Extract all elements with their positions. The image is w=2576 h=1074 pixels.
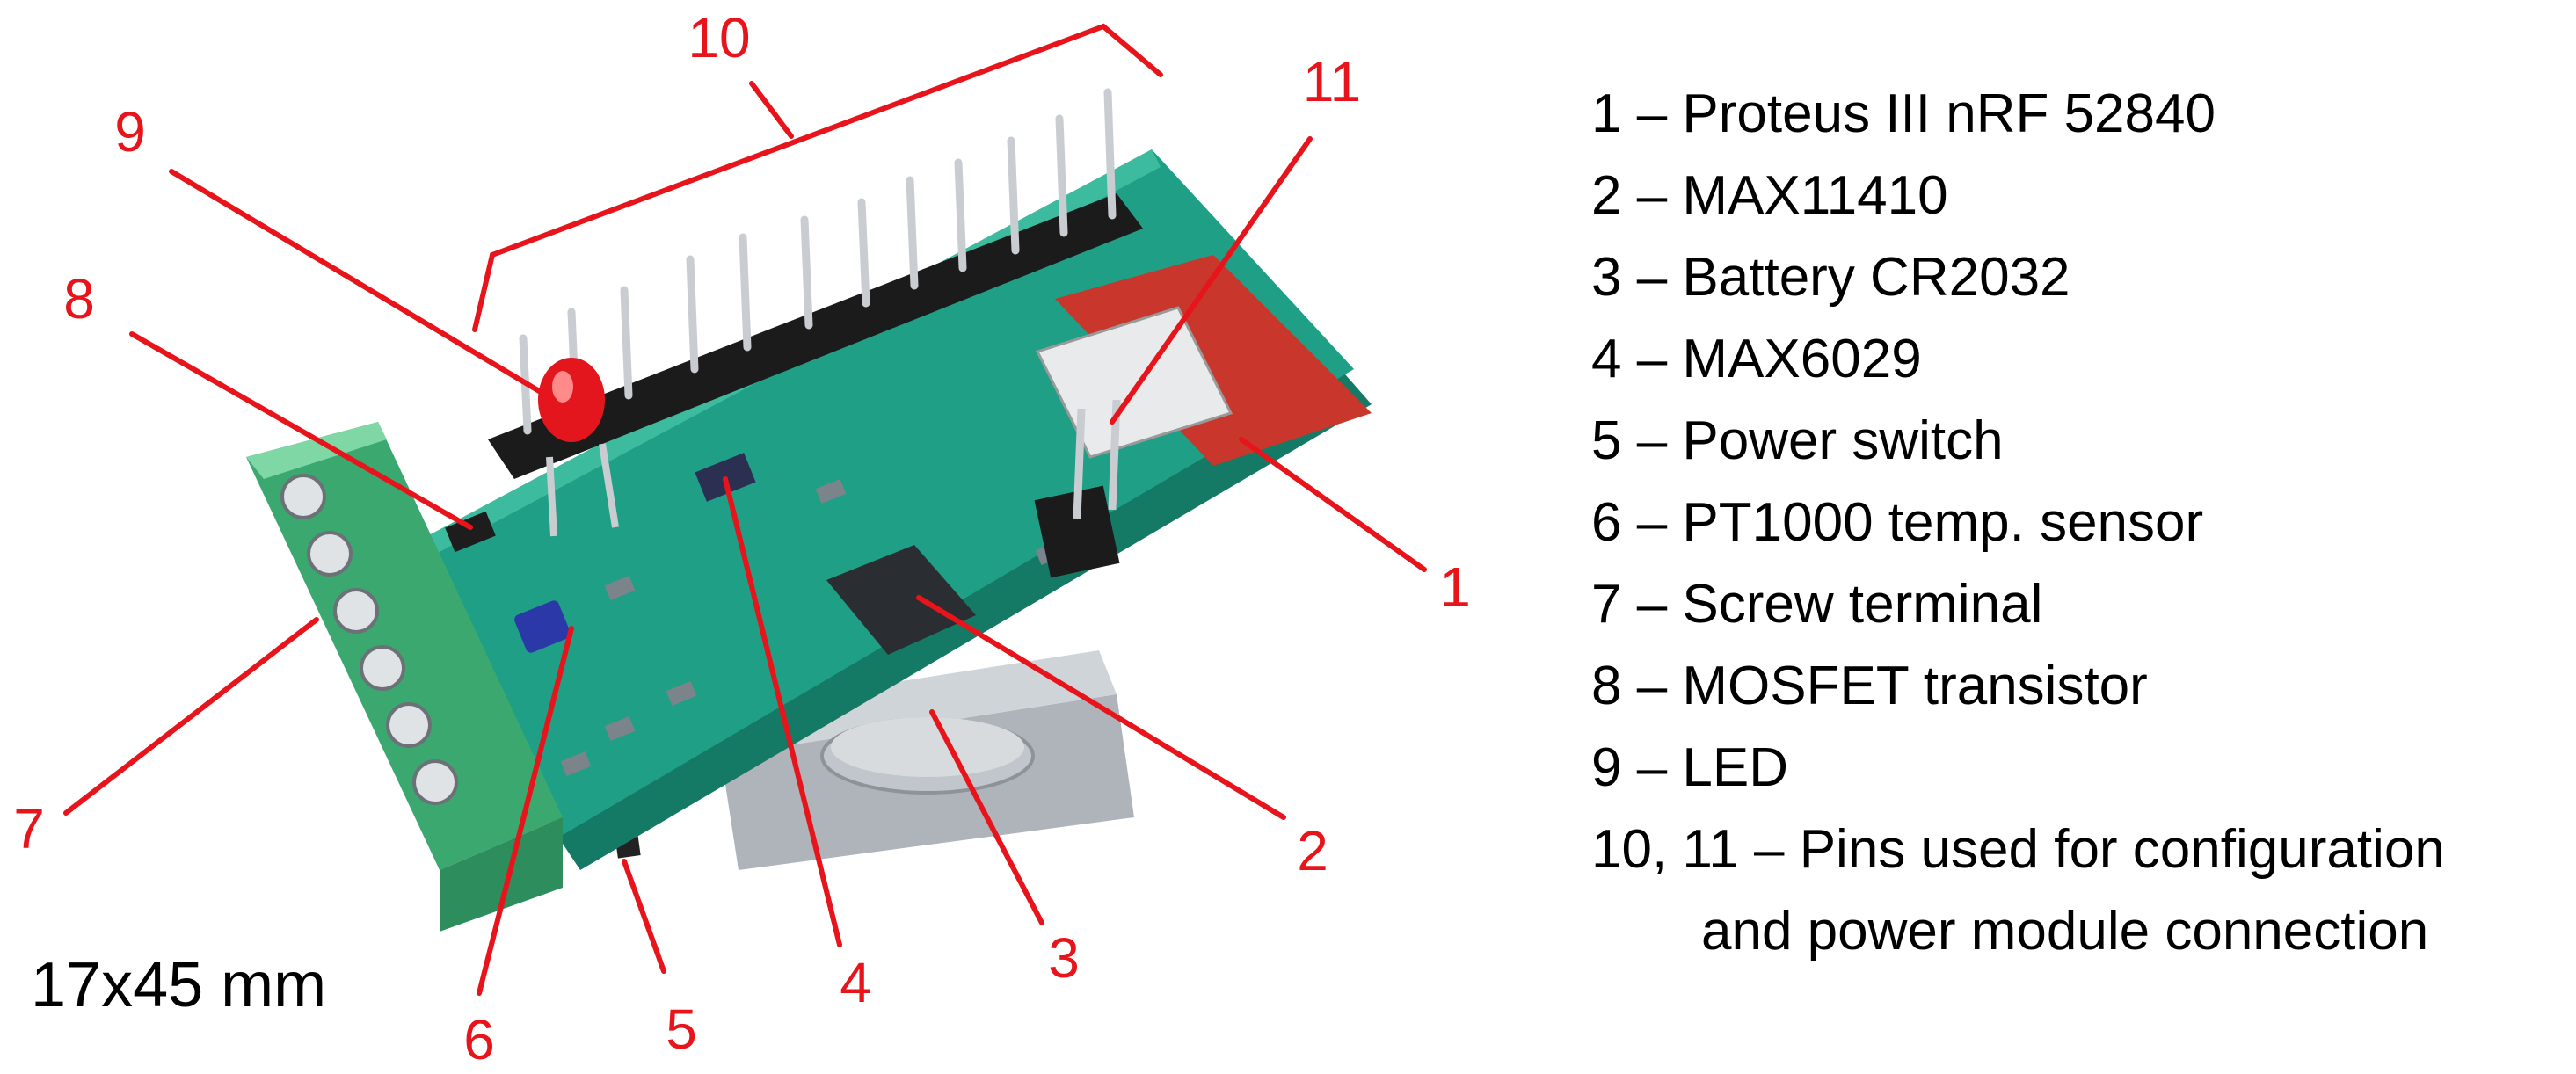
legend: 1 – Proteus III nRF 52840 2 – MAX11410 3… — [1591, 83, 2445, 962]
dimensions-label: 17x45 mm — [31, 950, 326, 1020]
leader-5 — [622, 859, 666, 974]
bracket-10 — [472, 23, 1163, 332]
callout-11: 11 — [1303, 50, 1361, 113]
callout-3: 3 — [1048, 926, 1080, 990]
callout-numbers: 1 2 3 4 5 6 7 8 9 10 11 — [13, 6, 1471, 1071]
legend-item-6: 6 – PT1000 temp. sensor — [1591, 492, 2203, 553]
leader-11 — [1110, 136, 1313, 425]
leader-1 — [1239, 437, 1427, 572]
screw-terminal — [246, 422, 563, 932]
legend-item-3: 3 – Battery CR2032 — [1591, 247, 2070, 308]
legend-item-10-continued: and power module connection — [1701, 901, 2428, 962]
callout-7: 7 — [13, 797, 45, 860]
leader-7 — [63, 617, 319, 816]
callout-lines — [63, 23, 1427, 996]
legend-item-9: 9 – LED — [1591, 737, 1788, 798]
mosfet — [445, 511, 496, 553]
leader-10 — [749, 81, 794, 139]
board-photo — [246, 88, 1372, 932]
callout-9: 9 — [114, 100, 146, 163]
callout-4: 4 — [840, 951, 871, 1014]
legend-item-1: 1 – Proteus III nRF 52840 — [1591, 83, 2216, 144]
legend-item-4: 4 – MAX6029 — [1591, 329, 1922, 389]
legend-item-10: 10, 11 – Pins used for configuration — [1591, 819, 2445, 880]
callout-10: 10 — [688, 6, 750, 69]
callout-2: 2 — [1297, 819, 1328, 882]
leader-4 — [723, 476, 842, 947]
leader-9 — [169, 169, 557, 403]
max11410-chip — [826, 545, 976, 655]
legend-item-8: 8 – MOSFET transistor — [1591, 656, 2148, 716]
leader-8 — [129, 331, 473, 530]
legend-item-7: 7 – Screw terminal — [1591, 574, 2042, 635]
callout-5: 5 — [666, 998, 697, 1061]
legend-item-2: 2 – MAX11410 — [1591, 165, 1948, 226]
pt1000-sensor — [514, 600, 571, 653]
callout-8: 8 — [63, 267, 95, 330]
callout-1: 1 — [1439, 555, 1471, 619]
radio-module — [1035, 255, 1372, 466]
led — [538, 358, 619, 537]
callout-6: 6 — [463, 1008, 495, 1071]
screw-terminal-screws — [280, 474, 458, 805]
leader-6 — [477, 626, 574, 996]
leader-2 — [916, 595, 1286, 820]
leader-3 — [929, 709, 1044, 925]
legend-item-5: 5 – Power switch — [1591, 410, 2004, 471]
